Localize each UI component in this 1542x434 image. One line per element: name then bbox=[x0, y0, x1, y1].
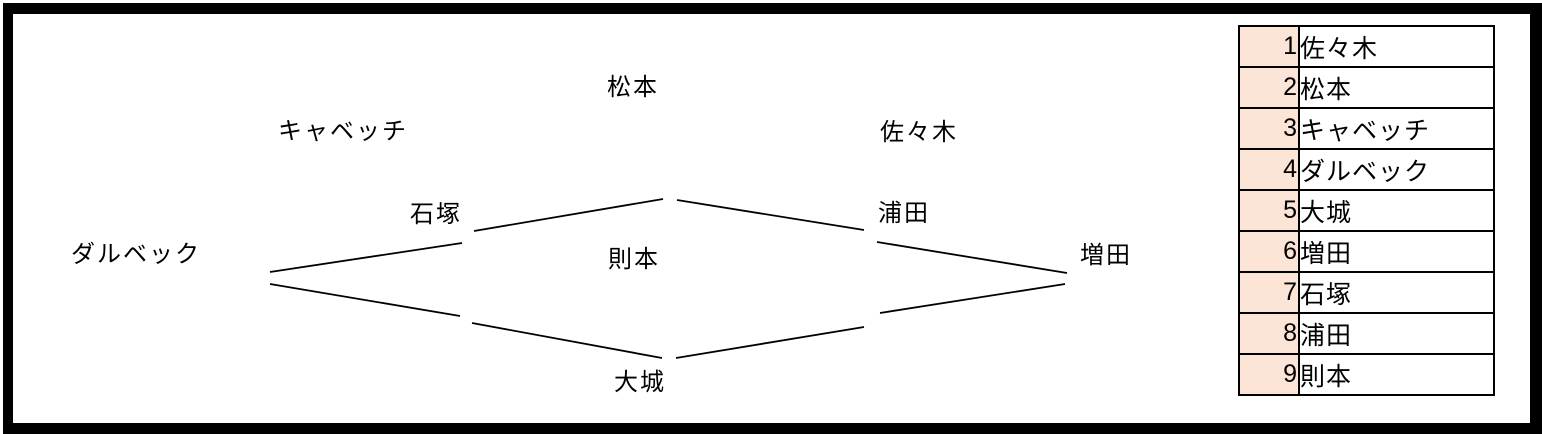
roster-name-cell: キャベッチ bbox=[1298, 107, 1495, 150]
roster-name-cell: 浦田 bbox=[1298, 312, 1495, 355]
diagram-label-ishizuka: 石塚 bbox=[410, 201, 462, 228]
roster-rank-cell: 5 bbox=[1238, 189, 1300, 232]
roster-name-cell: 増田 bbox=[1298, 230, 1495, 273]
bracket-line-0 bbox=[269, 242, 463, 273]
roster-rank-cell: 7 bbox=[1238, 271, 1300, 314]
bracket-line-1 bbox=[473, 198, 664, 232]
roster-rank-cell: 2 bbox=[1238, 66, 1300, 109]
bracket-line-7 bbox=[879, 283, 1066, 314]
bracket-line-5 bbox=[471, 322, 663, 359]
roster-name-cell: 石塚 bbox=[1298, 271, 1495, 314]
roster-rank-cell: 6 bbox=[1238, 230, 1300, 273]
diagram-label-oshiro: 大城 bbox=[614, 369, 666, 396]
roster-rank-cell: 4 bbox=[1238, 148, 1300, 191]
diagram-label-urata: 浦田 bbox=[878, 200, 930, 227]
roster-name-cell: ダルベック bbox=[1298, 148, 1495, 191]
roster-rank-cell: 8 bbox=[1238, 312, 1300, 355]
diagram-label-darubekku: ダルベック bbox=[71, 241, 201, 268]
bracket-line-2 bbox=[676, 199, 865, 231]
diagram-label-masuda: 増田 bbox=[1080, 242, 1132, 269]
diagram-label-kyabetchi: キャベッチ bbox=[278, 118, 408, 145]
bracket-line-3 bbox=[876, 241, 1068, 274]
roster-rank-cell: 9 bbox=[1238, 353, 1300, 396]
bracket-line-4 bbox=[269, 283, 461, 317]
diagram-label-norimoto: 則本 bbox=[608, 246, 660, 273]
bracket-line-6 bbox=[675, 326, 865, 359]
roster-rank-cell: 1 bbox=[1238, 25, 1300, 68]
roster-name-cell: 大城 bbox=[1298, 189, 1495, 232]
roster-name-cell: 松本 bbox=[1298, 66, 1495, 109]
roster-name-cell: 則本 bbox=[1298, 353, 1495, 396]
diagram-label-matsumoto: 松本 bbox=[607, 74, 659, 101]
diagram-label-sasaki: 佐々木 bbox=[880, 119, 958, 146]
roster-name-cell: 佐々木 bbox=[1298, 25, 1495, 68]
roster-rank-cell: 3 bbox=[1238, 107, 1300, 150]
